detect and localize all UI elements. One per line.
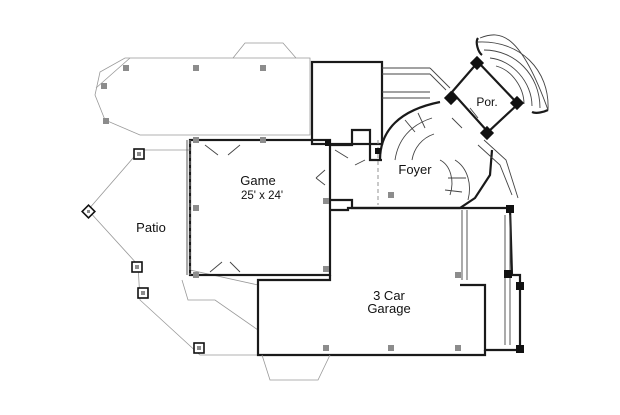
game-room-dimensions: 25' x 24' [241, 190, 283, 202]
patio-outline [87, 149, 259, 356]
black-columns [325, 55, 525, 353]
garage-name-line1: 3 Car [373, 288, 405, 303]
porch-walls [450, 34, 549, 134]
garage-name-line2: Garage [367, 301, 410, 316]
upper-patio-outline [94, 42, 311, 136]
patio-posts [101, 65, 461, 351]
door-swings [204, 107, 479, 273]
game-room-name: Game [240, 173, 275, 188]
porch-name: Por. [476, 95, 497, 109]
game-room-walls [186, 138, 332, 277]
garage-walls [256, 206, 522, 381]
stair-block [310, 60, 451, 146]
foyer-walls [378, 100, 519, 210]
foyer-name: Foyer [398, 162, 432, 177]
hall-walls [330, 128, 382, 210]
patio-name: Patio [136, 220, 166, 235]
columns [81, 148, 205, 354]
